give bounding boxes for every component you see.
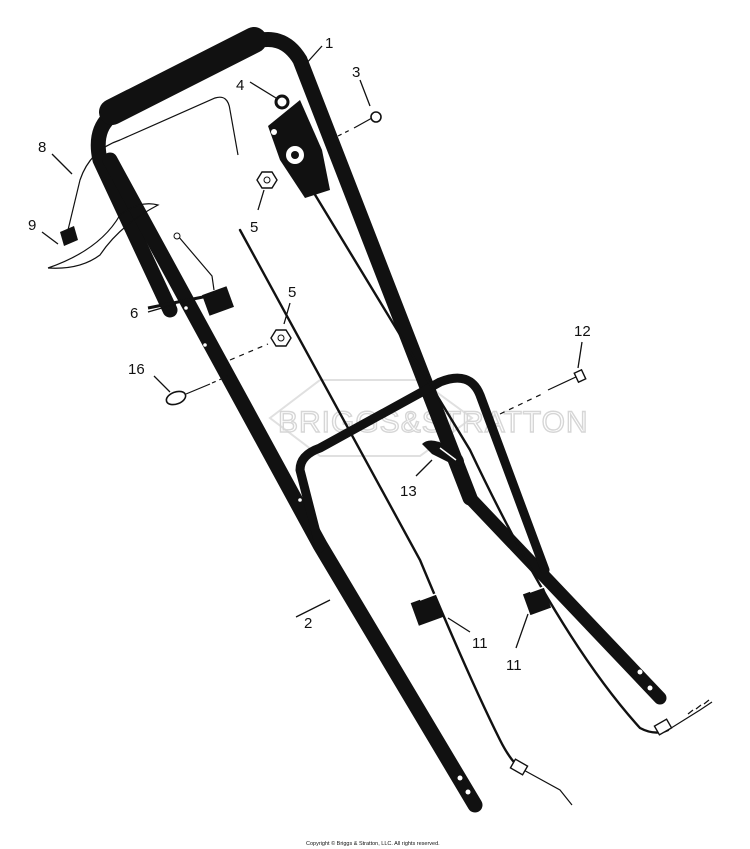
copyright-text: Copyright © Briggs & Stratton, LLC. All … [306,840,440,847]
wire-clip [60,226,78,246]
callout-13: 13 [400,483,417,500]
callouts: 1 2 3 4 5 5 6 8 9 11 11 12 13 16 [28,35,591,674]
cable-tie [165,375,229,406]
callout-4: 4 [236,77,244,94]
knob-13 [422,440,464,466]
upper-handle [90,27,667,705]
callout-8: 8 [38,139,46,156]
lower-handle [102,152,550,813]
callout-5-lower: 5 [288,284,296,301]
clip-11-left [410,593,444,626]
bolt-12 [499,368,587,415]
callout-2: 2 [304,615,312,632]
stop-wire [47,96,239,269]
nut-5-upper [256,171,278,189]
bolt-3 [337,111,382,137]
callout-5-upper: 5 [250,219,258,236]
callout-1: 1 [325,35,333,52]
callout-3: 3 [352,64,360,81]
clip-11-right [522,586,552,616]
callout-6: 6 [130,305,138,322]
callout-9: 9 [28,217,36,234]
cable-guide [147,232,234,316]
control-bracket [268,94,330,198]
callout-11-right: 11 [506,657,522,674]
callout-11-left: 11 [472,635,488,652]
control-cables [238,168,713,806]
callout-12: 12 [574,323,591,340]
nut-5-lower [229,329,292,361]
callout-16: 16 [128,361,145,378]
leader-lines [41,45,583,649]
